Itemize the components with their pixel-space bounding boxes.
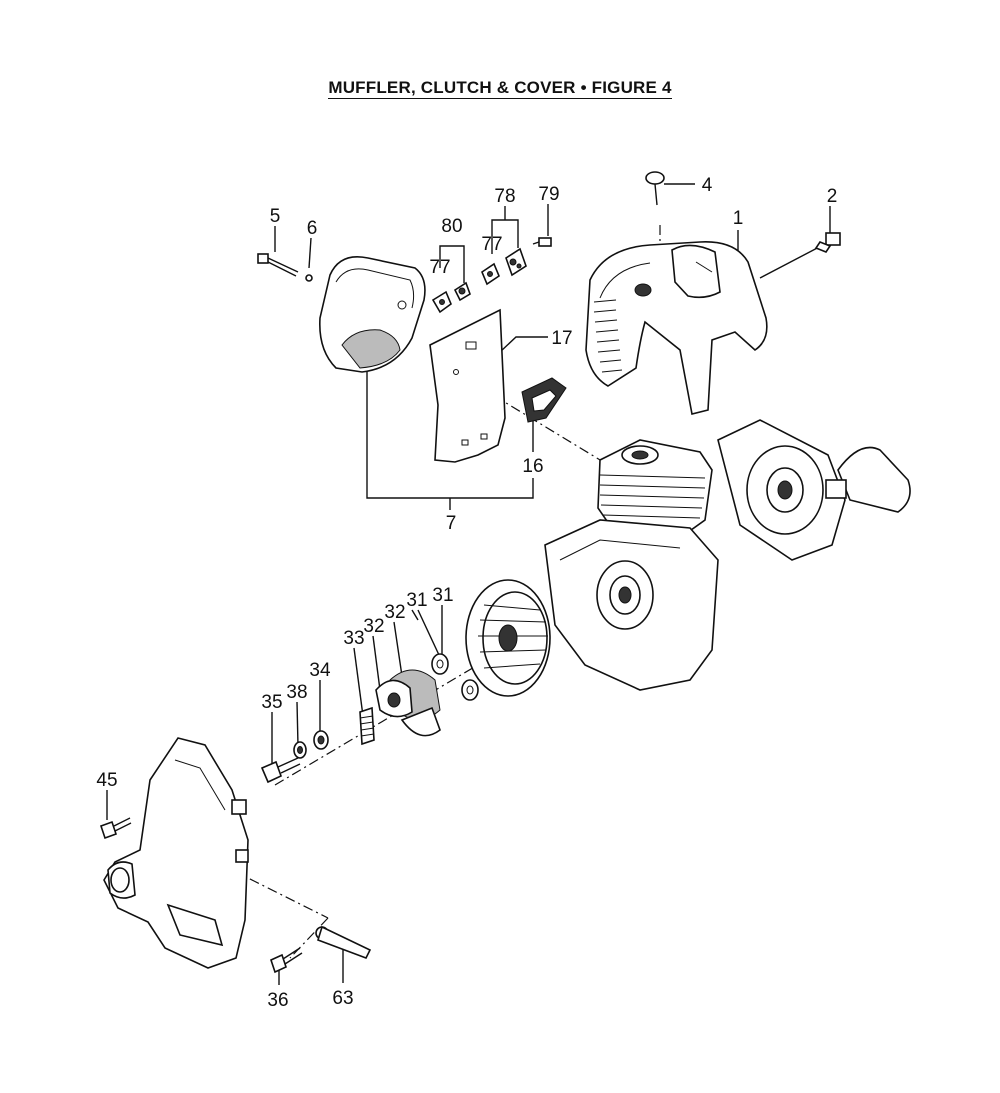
muffler-cover (319, 256, 426, 373)
clutch-washers (431, 653, 479, 701)
callout-16: 16 (522, 456, 543, 477)
housing-screw-45 (99, 817, 132, 840)
flywheel-fan (465, 579, 551, 697)
cover-screw (645, 171, 665, 206)
callout-35: 35 (261, 692, 282, 713)
callout-77-left: 77 (429, 257, 450, 278)
figure-title-text: MUFFLER, CLUTCH & COVER • FIGURE 4 (328, 78, 672, 99)
callout-31-left: 31 (406, 590, 427, 611)
callout-32-left: 32 (363, 616, 384, 637)
clutch-bolt-set (260, 730, 329, 784)
callout-5: 5 (270, 206, 281, 227)
crankcase (544, 519, 719, 691)
callout-34: 34 (309, 660, 331, 681)
callout-17: 17 (551, 328, 572, 349)
cover-bolt (814, 232, 841, 253)
callout-38: 38 (286, 682, 307, 703)
clutch-assembly (359, 669, 441, 746)
recoil-starter (717, 419, 911, 561)
clutch-housing (103, 737, 249, 969)
cylinder (597, 439, 713, 546)
callout-79: 79 (538, 184, 559, 205)
callout-36: 36 (267, 990, 288, 1011)
callout-80: 80 (441, 216, 462, 237)
callout-6: 6 (307, 218, 318, 239)
callout-63: 63 (332, 988, 353, 1009)
muffler-bolt (257, 253, 313, 282)
callout-77-right: 77 (481, 234, 502, 255)
leader-lines (106, 183, 831, 985)
figure-title: MUFFLER, CLUTCH & COVER • FIGURE 4 (0, 78, 1000, 99)
callout-45: 45 (96, 770, 117, 791)
callout-31-right: 31 (432, 585, 453, 606)
callout-33: 33 (343, 628, 364, 649)
spark-arrester-parts (431, 237, 552, 314)
engine-top-cover (585, 241, 768, 415)
callout-1: 1 (733, 208, 744, 229)
cover-vent-slots (593, 299, 623, 373)
callout-2: 2 (827, 186, 838, 207)
heat-shield (429, 308, 506, 463)
callout-4: 4 (702, 175, 713, 196)
handle-bolt-and-rod (270, 925, 372, 974)
callout-7: 7 (446, 513, 457, 534)
muffler-gasket (521, 377, 567, 423)
callout-78: 78 (494, 186, 515, 207)
callout-labels: 5 6 80 77 77 78 79 4 1 2 17 16 7 31 31 3… (96, 175, 837, 1011)
callout-32-right: 32 (384, 602, 405, 623)
